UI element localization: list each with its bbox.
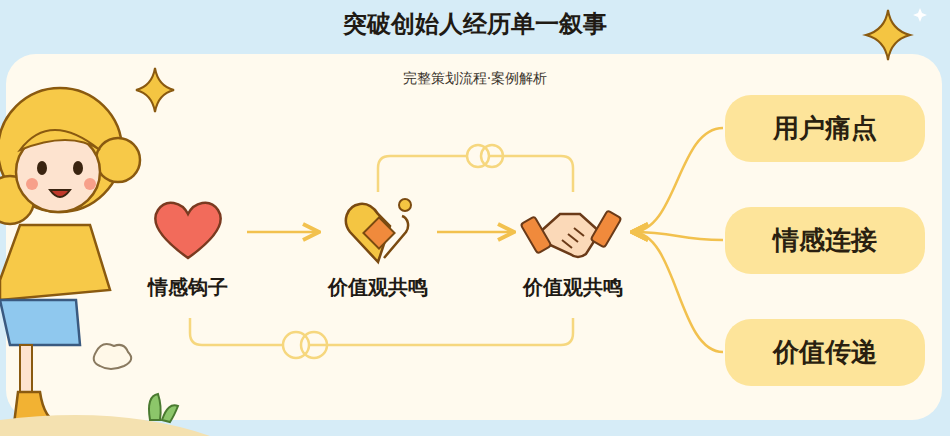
star	[866, 10, 910, 60]
topic-pill: 用户痛点	[725, 95, 925, 162]
node-label: 价值观共鸣	[323, 274, 433, 301]
ring	[481, 145, 503, 167]
sparkle	[913, 8, 927, 22]
flow-connector	[247, 231, 319, 234]
node-label: 情感连接	[745, 223, 905, 258]
step-node: 价值观共鸣	[518, 194, 628, 301]
value-icon	[363, 217, 394, 248]
topic-pill: 情感连接	[725, 207, 925, 274]
flow-connector	[632, 128, 723, 232]
ring	[301, 332, 327, 358]
node-label: 价值传递	[745, 335, 905, 370]
topic-pill: 价值传递	[725, 319, 925, 386]
step-node: 价值观共鸣	[323, 194, 433, 301]
handshake-icon	[540, 214, 600, 257]
step-node: 情感钩子	[133, 194, 243, 301]
loop-line	[190, 318, 573, 345]
value-icon	[399, 199, 411, 211]
flow-connector	[632, 232, 723, 352]
title: 突破创始人经历单一叙事	[0, 8, 950, 40]
handshake-icon	[521, 216, 552, 253]
girl-illustration	[0, 88, 210, 436]
value-icon	[384, 216, 408, 258]
node-label: 价值观共鸣	[518, 274, 628, 301]
star	[136, 68, 174, 112]
flow-connector	[437, 231, 514, 234]
heart-icon	[155, 203, 220, 258]
node-label: 情感钩子	[133, 274, 243, 301]
handshake-icon	[591, 210, 622, 247]
node-label: 用户痛点	[745, 111, 905, 146]
handshake-icon	[562, 228, 584, 248]
subtitle: 完整策划流程·案例解析	[0, 70, 950, 88]
panel	[6, 54, 942, 420]
